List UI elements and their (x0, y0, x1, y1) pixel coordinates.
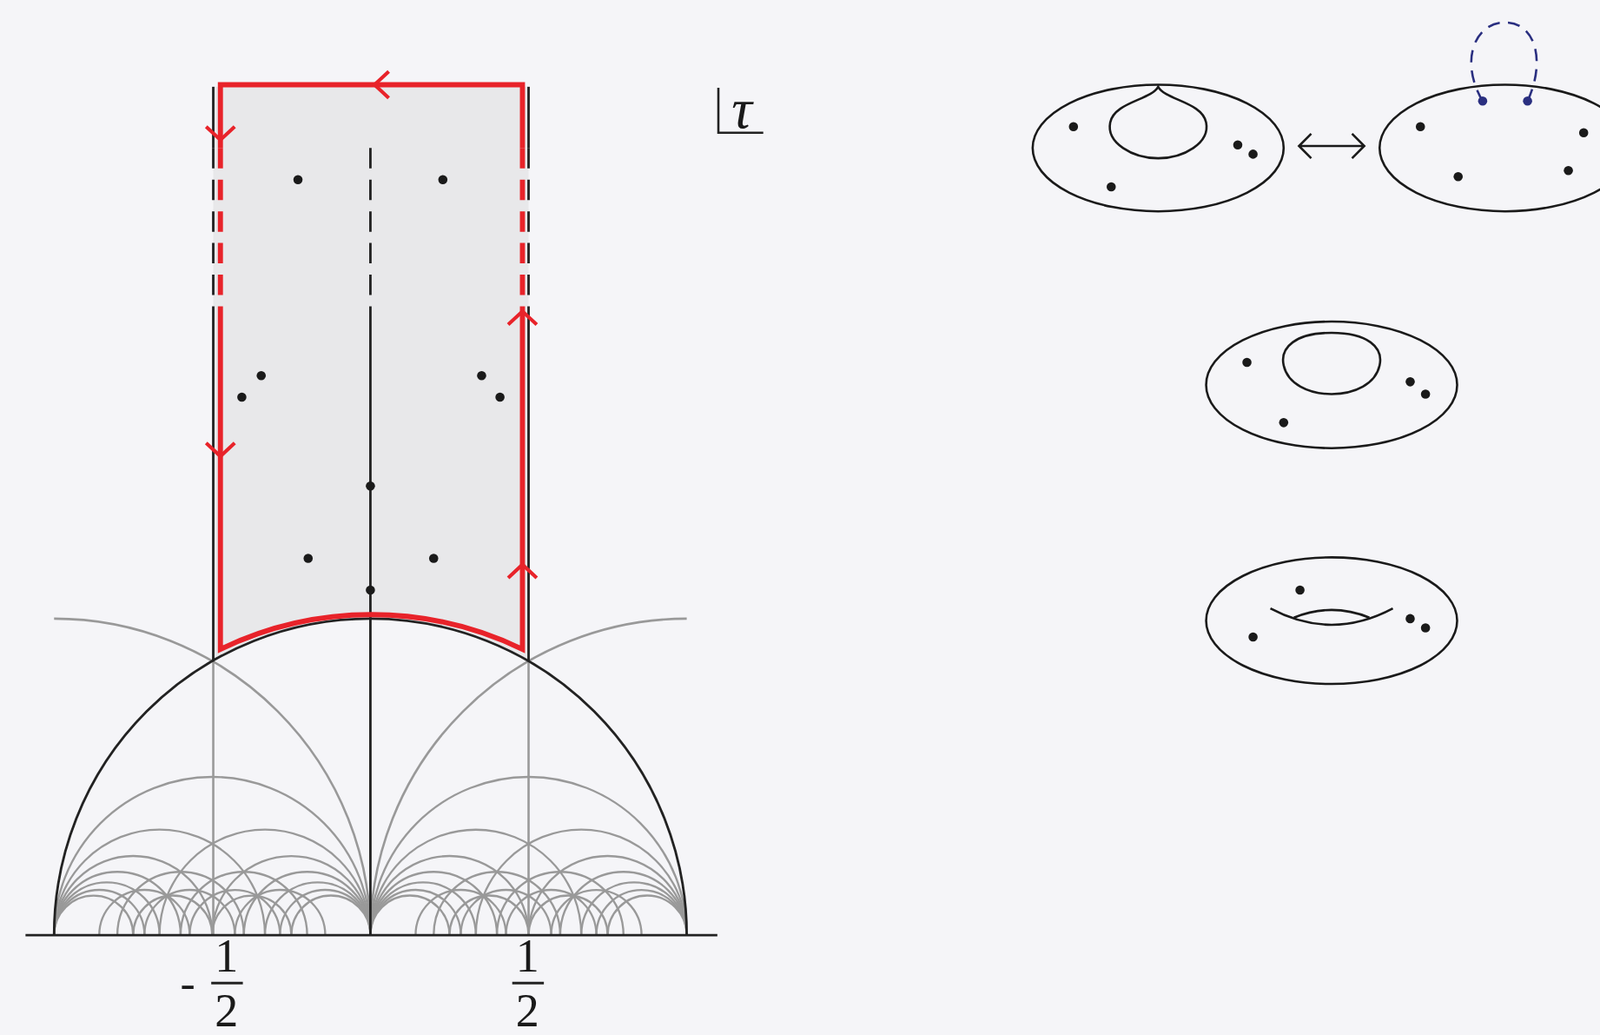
marked-points (237, 174, 505, 595)
fraction-bar (211, 981, 243, 985)
grey-arc (370, 618, 687, 935)
tessellation-arc (279, 889, 371, 935)
torus-points (1069, 121, 1589, 642)
denominator: 2 (515, 986, 540, 1034)
tessellation-arc (560, 871, 688, 935)
denominator: 2 (214, 986, 239, 1034)
numerator: 1 (515, 932, 540, 980)
grey-line (527, 661, 530, 935)
tessellation-arc (528, 895, 609, 936)
fraction-bar (512, 981, 544, 985)
numerator: 1 (214, 932, 239, 980)
grey-line (211, 661, 215, 935)
tau-label: τ (731, 79, 753, 138)
tessellation-arc (53, 895, 133, 936)
tessellation-arc (596, 889, 688, 935)
tessellation-arc (244, 871, 371, 935)
tessellation-arc (449, 895, 529, 936)
pinching-loop (1471, 22, 1537, 101)
tori (1032, 85, 1600, 685)
tessellation-arc (211, 895, 291, 935)
tessellation-arc (211, 855, 371, 935)
tessellation-arc (132, 895, 212, 936)
tessellation-arc (53, 855, 212, 935)
red-contour (205, 71, 537, 649)
tessellation-arc (290, 895, 371, 936)
domain-boundary (213, 86, 529, 935)
blue-points (1478, 96, 1533, 106)
grey-arc (53, 618, 371, 935)
tessellation-arc (370, 855, 529, 935)
tessellation-arc (528, 855, 688, 935)
tessellation-arc (608, 895, 688, 936)
tessellation-arc (370, 895, 450, 936)
minus-sign: - (180, 959, 196, 1005)
